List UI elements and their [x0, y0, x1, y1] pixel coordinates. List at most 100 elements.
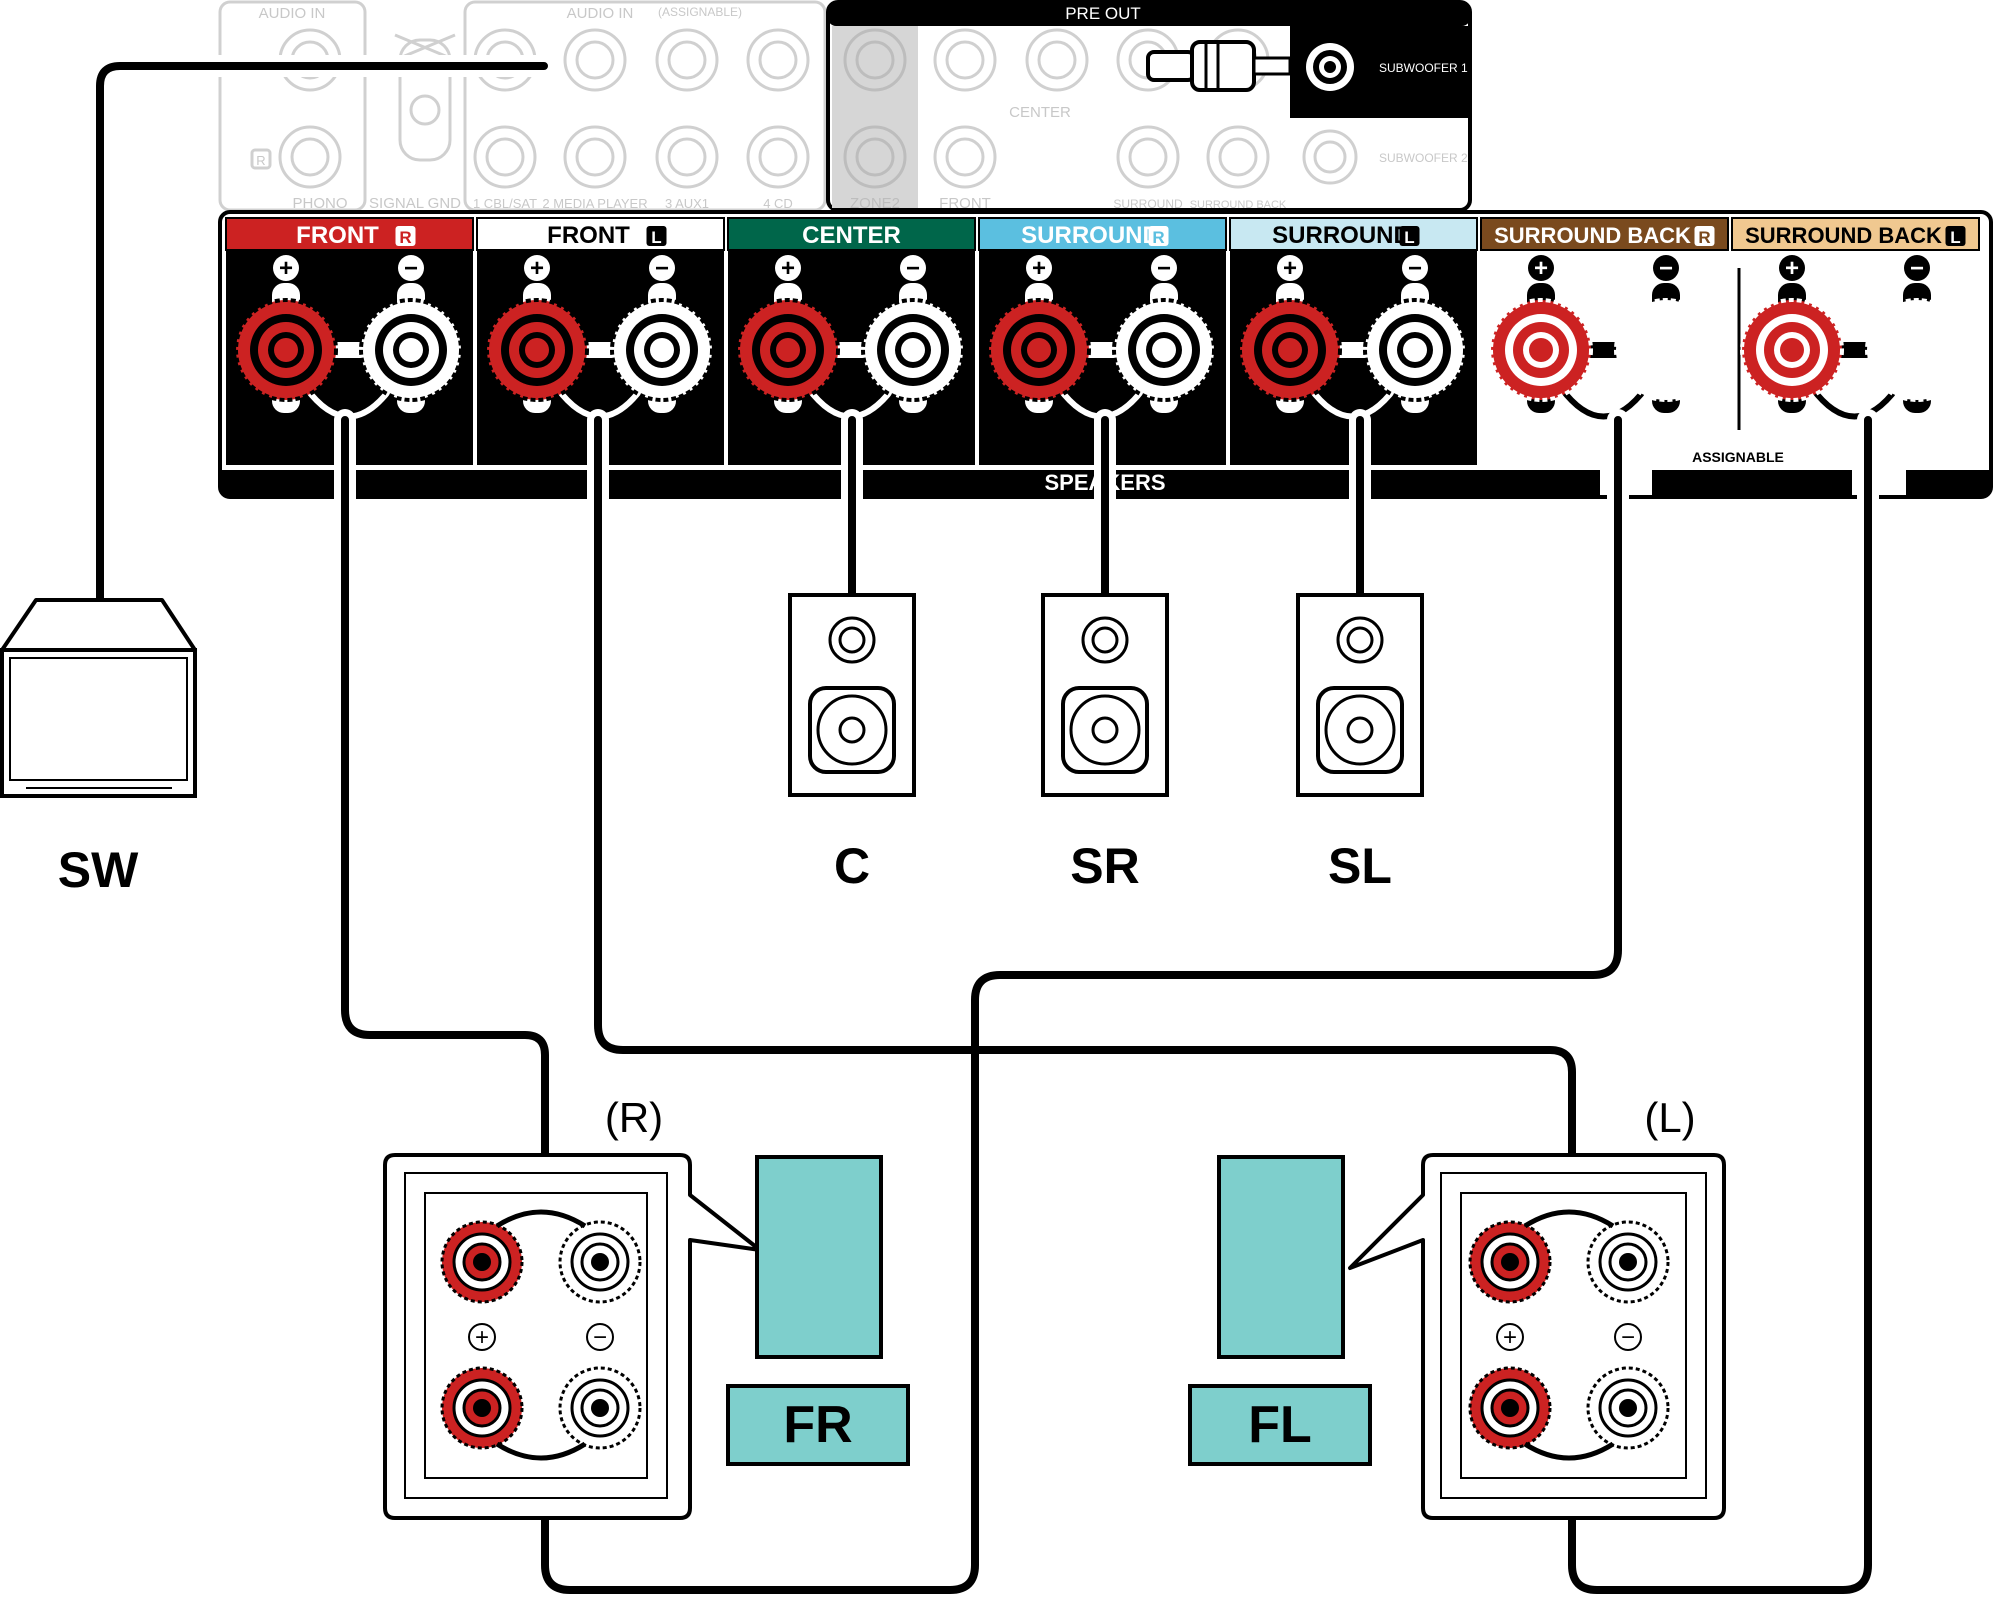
subwoofer2-label: SUBWOOFER 2: [1379, 151, 1468, 165]
signal-gnd-terminal: SIGNAL GND: [369, 33, 461, 212]
minus-terminal: [558, 1366, 642, 1450]
speaker-wires: [89, 55, 1879, 1601]
minus-icon: −: [906, 255, 920, 282]
channel-block: FRONT R + −: [225, 217, 474, 465]
minus-icon: −: [404, 255, 418, 282]
front-left-group: (L) + − FL: [1188, 1094, 1726, 1520]
front-left-label: FL: [1248, 1396, 1312, 1454]
channel-label: SURROUND BACK: [1745, 223, 1942, 248]
minus-terminal: [1586, 1366, 1670, 1450]
right-marker: (R): [605, 1094, 663, 1141]
channel-block: CENTER + −: [727, 217, 976, 465]
plus-icon: +: [279, 255, 293, 282]
minus-icon: −: [593, 1324, 607, 1351]
minus-terminal: [558, 1220, 642, 1304]
plus-icon: +: [475, 1324, 489, 1351]
input-label: 4 CD: [763, 196, 793, 211]
channel-block: SURROUND BACK R + −: [1480, 217, 1729, 420]
left-marker: (L): [1644, 1094, 1695, 1141]
minus-terminal: [359, 298, 463, 402]
pre-out-label: PRE OUT: [1065, 4, 1141, 23]
channel-side-badge: L: [651, 228, 661, 247]
plus-terminal: [440, 1220, 524, 1304]
phono-label: PHONO: [292, 195, 347, 212]
minus-icon: −: [1408, 255, 1422, 282]
channel-side-badge: R: [399, 228, 411, 247]
speaker-label: C: [834, 838, 870, 894]
channel-block: FRONT L + −: [476, 217, 725, 465]
input-label: 3 AUX1: [665, 196, 709, 211]
channel-label: SURROUND BACK: [1494, 223, 1691, 248]
channel-label: SURROUND: [1021, 222, 1160, 249]
plus-icon: +: [1503, 1324, 1517, 1351]
plus-terminal: [485, 298, 589, 402]
plus-terminal: [1740, 298, 1844, 402]
plus-terminal: [1238, 298, 1342, 402]
minus-terminal: [861, 298, 965, 402]
pre-out-front-label: FRONT: [939, 195, 991, 212]
audio-in-label: AUDIO IN: [259, 5, 326, 22]
plus-terminal: [1468, 1220, 1552, 1304]
plus-icon: +: [1534, 255, 1548, 282]
speaker-surround-right: SR: [1041, 593, 1169, 894]
plus-icon: +: [1032, 255, 1046, 282]
channel-side-badge: L: [1404, 228, 1414, 247]
r-channel-label: R: [256, 153, 265, 168]
plus-terminal: [440, 1366, 524, 1450]
channel-side-badge: R: [1152, 228, 1164, 247]
minus-terminal: [1865, 298, 1969, 402]
minus-icon: −: [1659, 255, 1673, 282]
input-label: 2 MEDIA PLAYER: [542, 196, 647, 211]
channel-label: SURROUND: [1272, 222, 1411, 249]
plus-icon: +: [1283, 255, 1297, 282]
minus-icon: −: [655, 255, 669, 282]
minus-icon: −: [1157, 255, 1171, 282]
channel-label: CENTER: [802, 222, 901, 249]
channel-label: FRONT: [296, 222, 379, 249]
audio-in-assignable-panel: AUDIO IN (ASSIGNABLE) 1 CBL/SAT 2 MEDIA P…: [463, 0, 827, 212]
minus-terminal: [1614, 298, 1718, 402]
channel-side-badge: L: [1950, 228, 1960, 247]
plus-terminal: [1468, 1366, 1552, 1450]
minus-icon: −: [1621, 1324, 1635, 1351]
channel-side-badge: R: [1698, 228, 1710, 247]
plus-terminal: [736, 298, 840, 402]
speaker-label: SR: [1070, 838, 1139, 894]
pre-out-center-label: CENTER: [1009, 104, 1071, 121]
speaker-center: C: [788, 593, 916, 894]
rca-plug: [1146, 40, 1292, 92]
minus-terminal: [1112, 298, 1216, 402]
minus-terminal: [1363, 298, 1467, 402]
pre-out-surround-label: SURROUND: [1113, 197, 1183, 211]
minus-terminal: [610, 298, 714, 402]
pre-out-surround-back-label: SURROUND BACK: [1190, 199, 1287, 211]
signal-gnd-label: SIGNAL GND: [369, 195, 461, 212]
assignable-label: ASSIGNABLE: [1692, 449, 1784, 465]
audio-in-assignable-label: AUDIO IN: [567, 5, 634, 22]
plus-icon: +: [1785, 255, 1799, 282]
input-label: 1 CBL/SAT: [473, 196, 537, 211]
audio-in-panel: AUDIO IN R PHONO: [218, 0, 367, 212]
subwoofer: SW: [0, 598, 197, 898]
assignable-sub-label: (ASSIGNABLE): [658, 5, 742, 19]
subwoofer1-label: SUBWOOFER 1: [1379, 61, 1468, 75]
front-right-group: (R) + − FR: [383, 1094, 910, 1520]
minus-terminal: [1586, 1220, 1670, 1304]
subwoofer-label: SW: [58, 842, 139, 898]
plus-terminal: [1489, 298, 1593, 402]
front-right-label: FR: [783, 1396, 852, 1454]
zone2-label: ZONE2: [850, 195, 900, 212]
channel-label: FRONT: [547, 222, 630, 249]
speaker-label: SL: [1328, 838, 1392, 894]
speaker-surround-left: SL: [1296, 593, 1424, 894]
plus-icon: +: [781, 255, 795, 282]
plus-icon: +: [530, 255, 544, 282]
plus-terminal: [234, 298, 338, 402]
plus-terminal: [987, 298, 1091, 402]
